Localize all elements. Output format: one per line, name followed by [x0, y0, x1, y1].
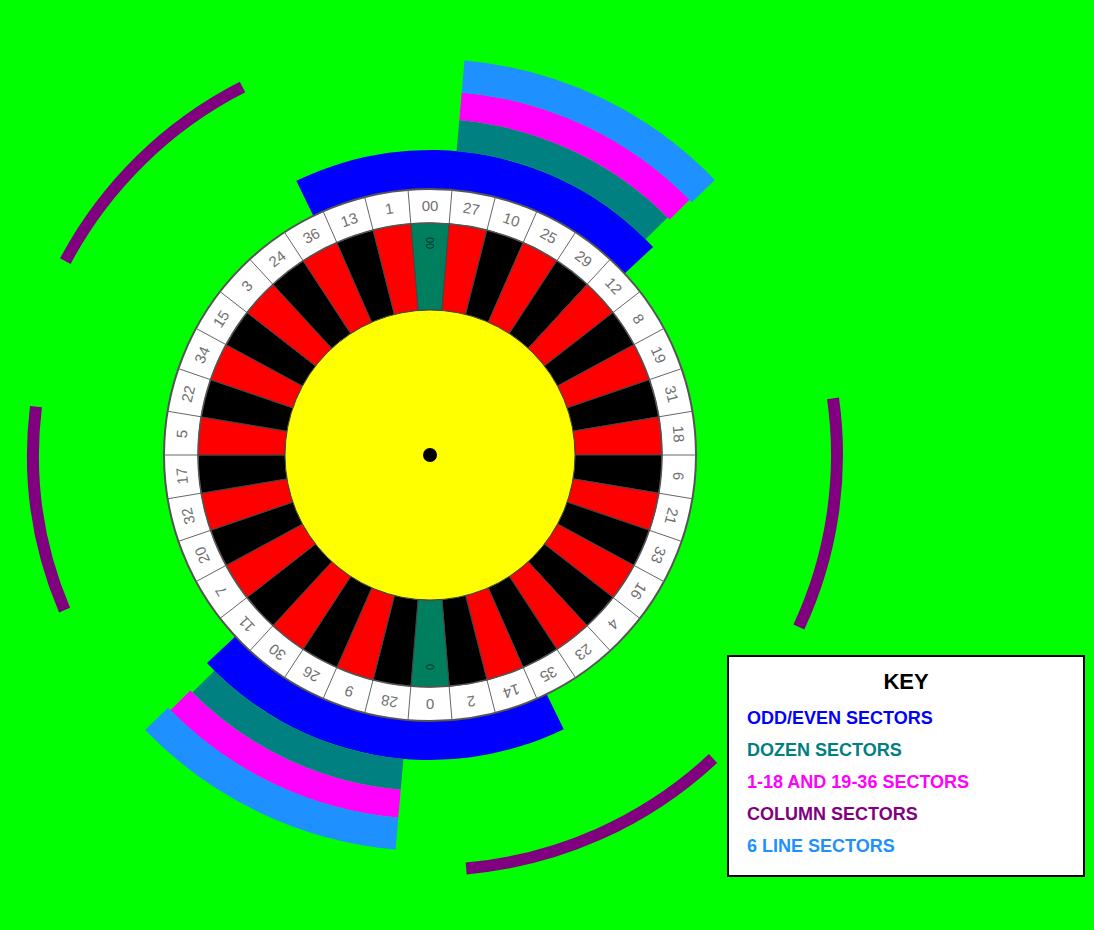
number-divider [285, 232, 304, 260]
legend-text: DOZEN SECTORS [747, 739, 902, 761]
column-sector [60, 82, 245, 264]
number-divider [487, 680, 495, 713]
number-ring [164, 189, 696, 721]
legend-text: 6 LINE SECTORS [747, 835, 895, 857]
number-divider [662, 455, 696, 456]
number-divider [168, 411, 202, 417]
number-divider [323, 667, 337, 698]
number-divider [634, 565, 664, 581]
number-divider [659, 493, 693, 499]
pocket-label: 00 [424, 237, 436, 249]
key-title: KEY [883, 669, 928, 695]
number-divider [168, 493, 202, 499]
number-divider [365, 197, 373, 230]
legend-text: COLUMN SECTORS [747, 803, 918, 825]
number-divider [449, 190, 452, 224]
number-divider [487, 197, 495, 230]
wheel-number: 27 [461, 200, 480, 219]
number-divider [649, 530, 681, 541]
key-box: KEY ODD/EVEN SECTORS DOZEN SECTORS 1-18 AND… [727, 655, 1085, 877]
number-divider [178, 369, 210, 380]
number-divider [408, 190, 411, 224]
wheel-number: 00 [422, 198, 439, 214]
number-divider [164, 455, 198, 456]
wheel-number: 28 [379, 691, 398, 710]
legend-text: 1-18 AND 19-36 SECTORS [747, 771, 969, 793]
number-divider [449, 686, 452, 720]
pocket [373, 224, 418, 315]
six-line-sector [145, 708, 398, 850]
number-divider [220, 292, 247, 313]
wheel-number: 17 [173, 467, 190, 485]
number-divider [196, 565, 226, 581]
wheel-number: 18 [669, 425, 686, 443]
pocket [442, 596, 487, 687]
number-divider [557, 232, 576, 260]
number-divider [178, 530, 210, 541]
six-line-sector [462, 61, 715, 203]
number-divider [649, 369, 681, 380]
wheel-number: 0 [426, 696, 434, 712]
number-divider [557, 649, 576, 677]
column-sector [793, 398, 843, 630]
pocket-label: 0 [424, 664, 436, 670]
number-divider [365, 680, 373, 713]
number-divider [613, 292, 640, 313]
number-divider [523, 211, 537, 242]
wheel-spindle [423, 448, 437, 462]
pocket [573, 417, 662, 455]
legend-text: ODD/EVEN SECTORS [747, 707, 933, 729]
column-sector [27, 406, 70, 613]
number-divider [659, 411, 693, 417]
column-sector [466, 754, 717, 874]
ring-edge [198, 223, 662, 687]
wheel-number: 5 [174, 430, 191, 440]
number-divider [408, 686, 411, 720]
wheel-number: 6 [670, 471, 687, 481]
number-divider [523, 667, 537, 698]
wheel-hub [285, 310, 575, 600]
number-divider [323, 211, 337, 242]
number-divider [613, 598, 640, 619]
number-divider [196, 328, 226, 344]
pocket [198, 455, 287, 493]
number-divider [285, 649, 304, 677]
number-divider [634, 328, 664, 344]
